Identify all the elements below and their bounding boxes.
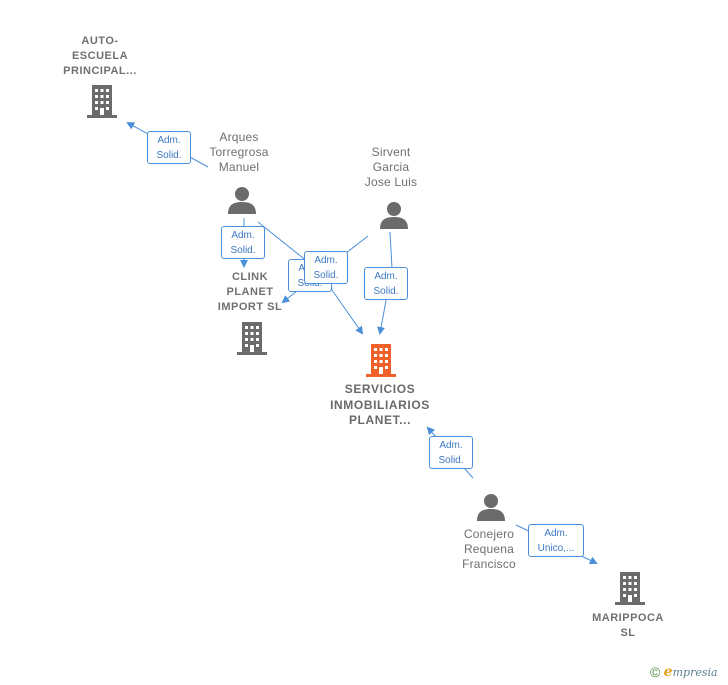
relation-badge-line: Solid.	[230, 245, 256, 256]
empresia-logo: empresia	[663, 664, 718, 680]
person-conejero-line: Francisco	[462, 557, 516, 571]
relation-badge-line: Solid.	[313, 270, 339, 281]
building-icon[interactable]	[86, 84, 118, 118]
relation-badge[interactable]: Adm. Solid.	[364, 267, 408, 300]
relation-badge-line: Adm.	[439, 440, 463, 451]
person-icon[interactable]	[227, 185, 257, 215]
building-icon[interactable]	[614, 571, 646, 605]
company-clink-line: PLANET	[226, 286, 274, 298]
person-icon[interactable]	[379, 200, 409, 230]
building-icon[interactable]	[236, 321, 268, 355]
relation-badge[interactable]: Adm. Solid.	[147, 131, 191, 164]
relation-badge-line: Solid.	[156, 150, 182, 161]
person-conejero-line: Requena	[463, 542, 515, 556]
person-arques-line: Arques	[219, 130, 259, 144]
company-autoescuela-line: ESCUELA	[71, 50, 129, 62]
company-servicios-line: INMOBILIARIOS	[330, 397, 430, 412]
relation-badge-line: Solid.	[373, 286, 399, 297]
person-sirvent-line: Garcia	[372, 160, 410, 174]
person-sirvent-line: Sirvent	[371, 145, 411, 159]
company-servicios-label[interactable]: SERVICIOS INMOBILIARIOS PLANET...	[320, 382, 440, 429]
company-autoescuela-line: PRINCIPAL...	[63, 65, 137, 77]
brand-initial: e	[663, 664, 673, 680]
company-marippoca-line: SL	[620, 627, 636, 639]
person-conejero-line: Conejero	[463, 527, 515, 541]
empresia-credit[interactable]: © empresia	[650, 664, 718, 680]
person-arques-label[interactable]: Arques Torregrosa Manuel	[189, 130, 289, 175]
person-conejero-label[interactable]: Conejero Requena Francisco	[439, 527, 539, 572]
person-sirvent-line: Jose Luis	[364, 175, 418, 189]
company-servicios-line: PLANET...	[348, 413, 412, 427]
company-marippoca-label[interactable]: MARIPPOCA SL	[578, 611, 678, 641]
relation-badge[interactable]: Adm. Solid.	[429, 436, 473, 469]
person-icon[interactable]	[476, 492, 506, 522]
company-clink-label[interactable]: CLINK PLANET IMPORT SL	[200, 270, 300, 315]
copyright-symbol: ©	[650, 664, 661, 680]
company-marippoca-line: MARIPPOCA	[592, 612, 664, 624]
relation-badge[interactable]: Adm. Solid.	[304, 251, 348, 284]
relation-badge-line: Solid.	[438, 455, 464, 466]
brand-rest: mpresia	[672, 666, 718, 679]
person-arques-line: Manuel	[218, 160, 260, 174]
company-clink-line: CLINK	[231, 271, 269, 283]
relation-badge-line: Adm.	[374, 271, 398, 282]
relation-badge[interactable]: Adm. Solid.	[221, 226, 265, 259]
relation-badge-line: Unico,...	[537, 543, 575, 554]
relation-badge-line: Adm.	[231, 230, 255, 241]
company-autoescuela-line: AUTO-	[81, 35, 119, 47]
company-clink-line: IMPORT SL	[217, 301, 283, 313]
relation-badge-line: Adm.	[157, 135, 181, 146]
relation-badge-line: Adm.	[544, 528, 568, 539]
company-autoescuela-label[interactable]: AUTO- ESCUELA PRINCIPAL...	[50, 34, 150, 79]
main-company-building-icon[interactable]	[365, 343, 397, 377]
relation-badge[interactable]: Adm. Unico,...	[528, 524, 584, 557]
relation-badge-line: Adm.	[314, 255, 338, 266]
person-sirvent-label[interactable]: Sirvent Garcia Jose Luis	[341, 145, 441, 190]
person-arques-line: Torregrosa	[209, 145, 269, 159]
company-servicios-line: SERVICIOS	[344, 382, 416, 396]
